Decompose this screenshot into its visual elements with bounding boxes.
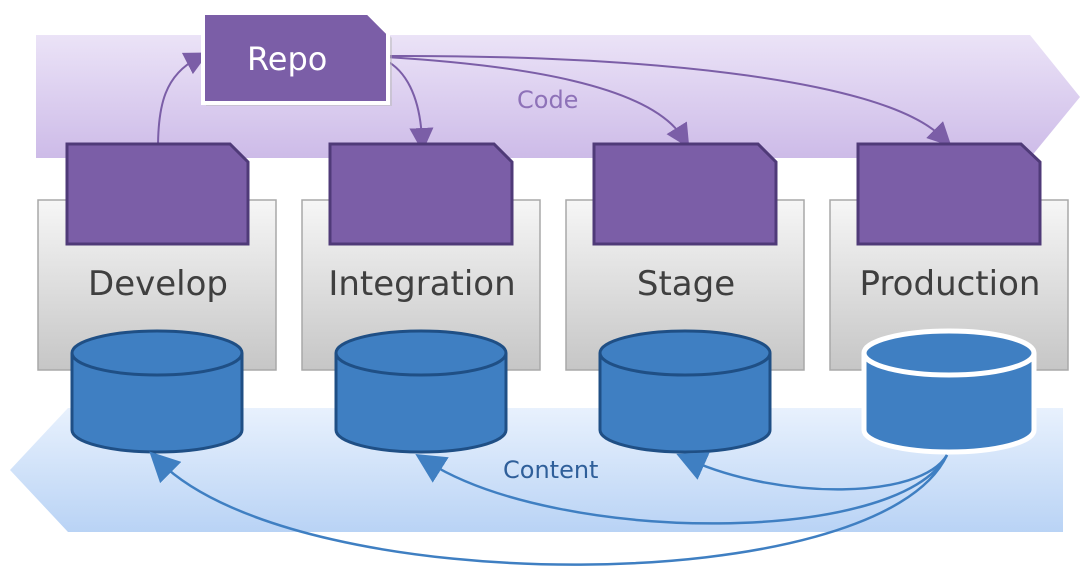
content-arrow-integration	[415, 454, 949, 525]
database-stage	[598, 329, 772, 454]
code-box-develop	[65, 142, 250, 246]
code-box-integration	[328, 142, 514, 246]
database-develop	[70, 329, 244, 454]
code-band-label: Code	[517, 86, 579, 114]
env-label-production: Production	[859, 264, 1041, 304]
content-arrow-stage	[676, 452, 949, 491]
code-box-production	[856, 142, 1042, 246]
database-production	[861, 328, 1037, 455]
repo-label: Repo	[247, 40, 328, 78]
env-label-develop: Develop	[88, 264, 228, 304]
repo-box	[201, 11, 390, 105]
code-box-stage	[592, 142, 778, 246]
code-arrow-develop	[157, 52, 209, 149]
content-band-label: Content	[503, 456, 599, 484]
env-label-stage: Stage	[636, 264, 736, 304]
content-arrow-develop	[149, 451, 949, 566]
code-arrow-stage	[384, 56, 690, 149]
code-arrow-production	[384, 54, 952, 147]
database-integration	[334, 329, 508, 454]
content-band	[10, 408, 1063, 532]
env-label-integration: Integration	[328, 264, 516, 304]
